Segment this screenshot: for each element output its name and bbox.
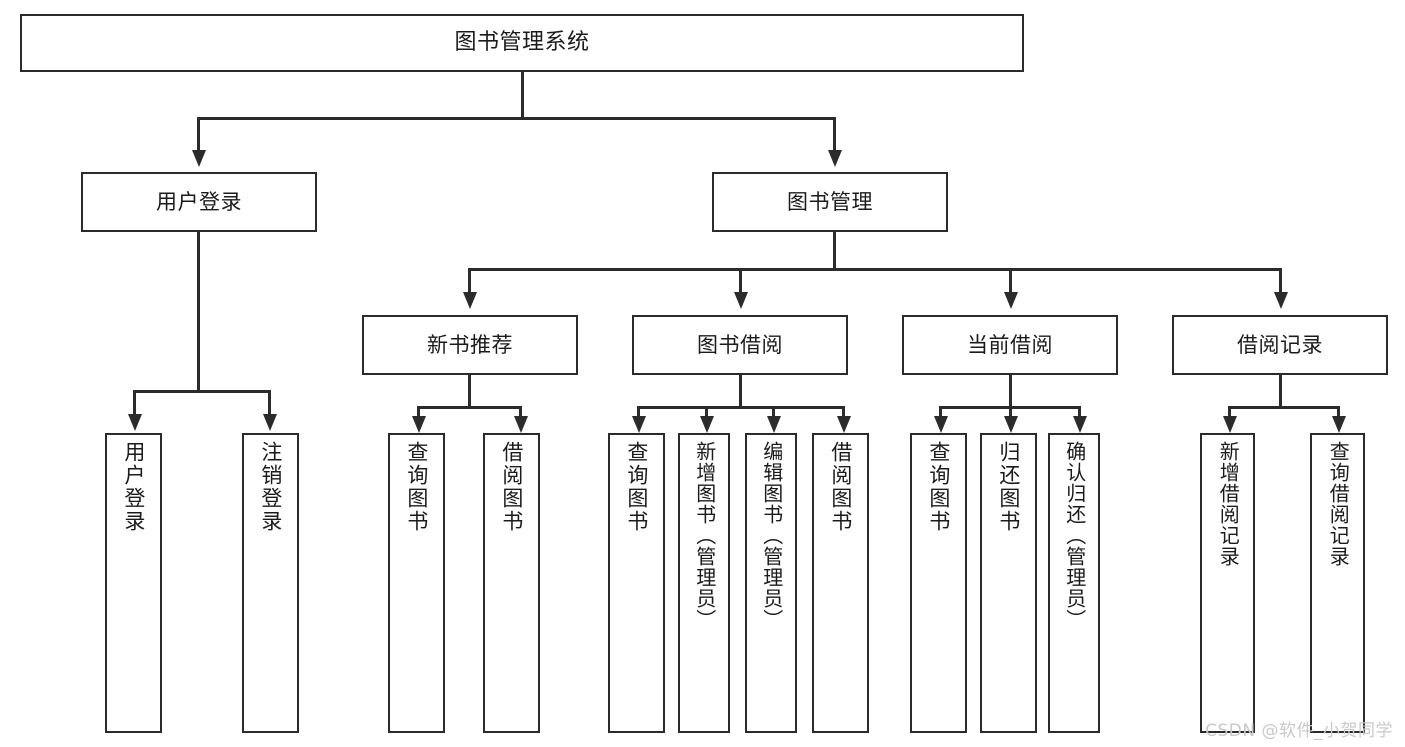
- node-label: 图书借阅: [697, 332, 783, 357]
- node-label: 借阅图书: [828, 441, 853, 533]
- node-label: 用户登录: [121, 441, 146, 533]
- connector-drop-bb-edit: [772, 406, 775, 418]
- node-label: 查询图书: [624, 441, 649, 533]
- node-borrow-record[interactable]: 借阅记录: [1172, 315, 1388, 375]
- connector-drop-br-query: [1337, 406, 1340, 418]
- leaf-borrowrecord-query-record[interactable]: 查询借阅记录: [1310, 433, 1365, 733]
- node-label: 借阅图书: [499, 441, 524, 533]
- node-label: 注销登录: [258, 441, 283, 533]
- node-book-borrow[interactable]: 图书借阅: [632, 315, 848, 375]
- connector-book-borrow-stem: [739, 375, 742, 408]
- leaf-bookborrow-query-book[interactable]: 查询图书: [608, 433, 665, 733]
- leaf-bookborrow-edit-book-admin[interactable]: 编辑图书（管理员）: [745, 433, 797, 733]
- connector-drop-current-borrow: [1009, 268, 1012, 293]
- node-label: 新增图书（管理员）: [692, 441, 717, 630]
- connector-user-login-stem: [197, 232, 200, 391]
- arrowhead-bb-borrow: [837, 416, 851, 433]
- node-label: 确认归还（管理员）: [1062, 441, 1087, 630]
- arrowhead-bb-add: [700, 416, 714, 433]
- connector-drop-bb-query: [637, 406, 640, 418]
- node-label: 当前借阅: [967, 332, 1053, 357]
- connector-new-books-stem: [468, 375, 471, 408]
- node-current-borrow[interactable]: 当前借阅: [902, 315, 1118, 375]
- connector-drop-cb-confirm: [1078, 406, 1081, 418]
- node-label: 新增借阅记录: [1216, 441, 1241, 567]
- arrowhead-br-add: [1223, 416, 1237, 433]
- connector-drop-bb-borrow: [842, 406, 845, 418]
- arrowhead-borrow-records: [1274, 292, 1288, 309]
- node-label: 图书管理系统: [454, 30, 590, 56]
- connector-new-books-bus: [417, 406, 522, 409]
- leaf-currentborrow-return-book[interactable]: 归还图书: [980, 433, 1037, 733]
- leaf-bookborrow-borrow-book[interactable]: 借阅图书: [812, 433, 869, 733]
- arrowhead-new-books: [463, 292, 477, 309]
- arrowhead-nb-borrow: [514, 416, 528, 433]
- node-label: 查询借阅记录: [1326, 441, 1351, 567]
- leaf-logout[interactable]: 注销登录: [242, 433, 299, 733]
- connector-level2-bus: [197, 117, 835, 120]
- connector-drop-nb-query: [417, 406, 420, 418]
- connector-drop-leaf-user-login: [133, 390, 136, 415]
- node-label: 用户登录: [156, 189, 242, 214]
- arrowhead-leaf-user-login: [128, 414, 142, 431]
- node-book-management[interactable]: 图书管理: [712, 172, 948, 232]
- connector-level3-bus: [468, 268, 1282, 271]
- connector-drop-borrow-records: [1279, 268, 1282, 293]
- node-label: 归还图书: [996, 441, 1021, 533]
- leaf-currentborrow-query-book[interactable]: 查询图书: [910, 433, 967, 733]
- node-label: 图书管理: [787, 189, 873, 214]
- leaf-bookborrow-add-book-admin[interactable]: 新增图书（管理员）: [678, 433, 730, 733]
- arrowhead-cb-confirm: [1073, 416, 1087, 433]
- node-label: 新书推荐: [427, 332, 513, 357]
- node-label: 查询图书: [404, 441, 429, 533]
- leaf-borrowrecord-add-record[interactable]: 新增借阅记录: [1200, 433, 1255, 733]
- arrowhead-nb-query: [412, 416, 426, 433]
- connector-drop-leaf-logout: [268, 390, 271, 415]
- arrowhead-user-login: [192, 150, 206, 167]
- connector-drop-book-mgmt: [833, 117, 836, 150]
- connector-drop-new-books: [468, 268, 471, 293]
- node-label: 编辑图书（管理员）: [759, 441, 784, 630]
- arrowhead-bb-query: [632, 416, 646, 433]
- node-user-login[interactable]: 用户登录: [81, 172, 317, 232]
- node-new-book-recommend[interactable]: 新书推荐: [362, 315, 578, 375]
- leaf-newbooks-borrow-book[interactable]: 借阅图书: [483, 433, 540, 733]
- connector-user-login-bus: [133, 390, 271, 393]
- node-root-system[interactable]: 图书管理系统: [20, 14, 1024, 72]
- connector-drop-cb-query: [939, 406, 942, 418]
- connector-borrow-record-bus: [1228, 406, 1340, 409]
- arrowhead-leaf-logout: [263, 414, 277, 431]
- connector-drop-book-borrow: [739, 268, 742, 293]
- connector-drop-br-add: [1228, 406, 1231, 418]
- connector-drop-nb-borrow: [519, 406, 522, 418]
- connector-current-borrow-stem: [1009, 375, 1012, 408]
- connector-drop-user-login: [197, 117, 200, 150]
- connector-book-borrow-bus: [637, 406, 845, 409]
- connector-borrow-record-stem: [1279, 375, 1282, 408]
- arrowhead-current-borrow: [1004, 292, 1018, 309]
- connector-root-stem: [521, 72, 524, 118]
- node-label: 借阅记录: [1237, 332, 1323, 357]
- arrowhead-br-query: [1332, 416, 1346, 433]
- watermark-text: CSDN @软件_小贺同学: [1205, 721, 1393, 741]
- connector-drop-bb-add: [705, 406, 708, 418]
- arrowhead-book-borrow: [734, 292, 748, 309]
- node-label: 查询图书: [926, 441, 951, 533]
- arrowhead-book-mgmt: [828, 150, 842, 167]
- connector-book-mgmt-stem: [833, 232, 836, 270]
- arrowhead-bb-edit: [767, 416, 781, 433]
- arrowhead-cb-return: [1004, 416, 1018, 433]
- connector-drop-cb-return: [1009, 406, 1012, 418]
- leaf-newbooks-query-book[interactable]: 查询图书: [388, 433, 445, 733]
- arrowhead-cb-query: [934, 416, 948, 433]
- leaf-currentborrow-confirm-return-admin[interactable]: 确认归还（管理员）: [1048, 433, 1100, 733]
- leaf-user-login[interactable]: 用户登录: [105, 433, 162, 733]
